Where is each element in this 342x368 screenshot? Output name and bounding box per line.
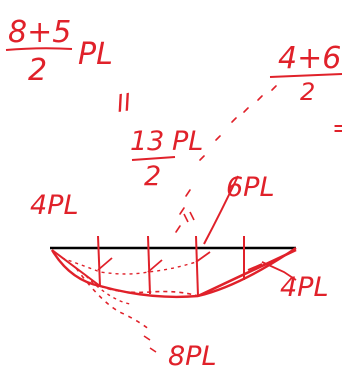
top-left-unit: PL [78,37,113,72]
top-left-fraction-bar [5,47,73,51]
top-right-equals: = [332,114,342,142]
label-right-moment: 4PL [280,272,329,303]
dotted-guide-marks [175,85,277,233]
equals-mark: II [115,88,133,118]
mid-numerator: 13 [130,126,164,157]
dashed-tail-marks [143,335,157,353]
mid-fraction-bar [131,156,176,161]
label-bottom-moment: 8PL [168,341,217,368]
label-center-moment: 6PL [226,172,275,203]
mid-denominator: 2 [144,161,161,192]
moment-segment-right [197,248,297,298]
top-right-numerator: 4+6 [278,41,341,76]
label-left-moment: 4PL [30,190,79,221]
upper-hatches [183,211,195,223]
ordinate-hatches [97,251,297,281]
moment-curve [50,247,297,299]
leader-line-center [203,175,239,245]
ordinate-lines [97,235,245,297]
top-right-denominator: 2 [300,78,315,106]
dashed-inner-curve [99,285,199,297]
mid-unit: PL [172,126,203,157]
top-left-numerator: 8+5 [8,15,71,50]
top-right-fraction-bar [269,73,342,78]
dashed-lower-curve-2 [85,275,131,305]
top-left-denominator: 2 [28,53,47,88]
